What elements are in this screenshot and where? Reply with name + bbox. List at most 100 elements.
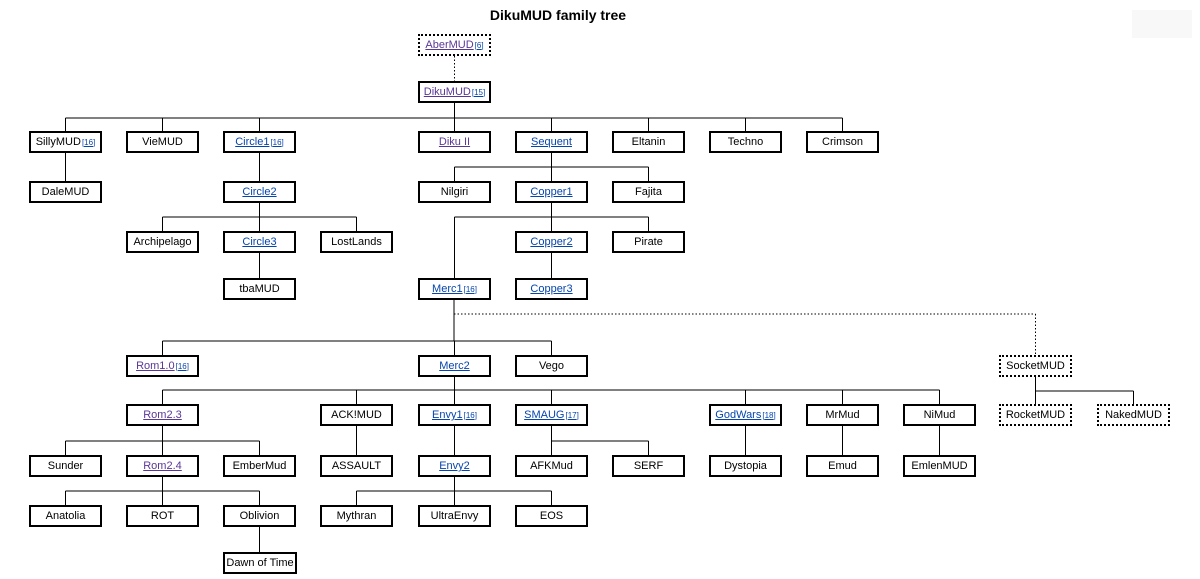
node-dikumud[interactable]: DikuMUD[15] <box>418 81 491 103</box>
node-archipelago-label: Archipelago <box>133 236 192 248</box>
node-embermud-label: EmberMud <box>232 460 287 472</box>
node-tbamud: tbaMUD <box>223 278 296 300</box>
node-diku2[interactable]: Diku II <box>418 131 491 153</box>
node-afkmud: AFKMud <box>515 455 588 477</box>
node-rom24-label[interactable]: Rom2.4 <box>143 460 182 472</box>
node-lostlands-label: LostLands <box>331 236 382 248</box>
node-rocketmud-label: RocketMUD <box>1005 409 1066 421</box>
node-abermud[interactable]: AberMUD[6] <box>418 34 491 56</box>
node-sequent[interactable]: Sequent <box>515 131 588 153</box>
node-pirate-label: Pirate <box>634 236 663 248</box>
node-socketmud: SocketMUD <box>999 355 1072 377</box>
node-rom10[interactable]: Rom1.0[16] <box>126 355 199 377</box>
node-vego-label: Vego <box>538 360 565 372</box>
node-crimson: Crimson <box>806 131 879 153</box>
node-circle3[interactable]: Circle3 <box>223 231 296 253</box>
node-circle2[interactable]: Circle2 <box>223 181 296 203</box>
node-mrmud-label: MrMud <box>825 409 860 421</box>
node-circle2-label[interactable]: Circle2 <box>242 186 277 198</box>
node-serf: SERF <box>612 455 685 477</box>
node-ackmud-label: ACK!MUD <box>331 409 382 421</box>
node-fajita-label: Fajita <box>635 186 662 198</box>
node-nimud: NiMud <box>903 404 976 426</box>
node-eltanin-label: Eltanin <box>631 136 666 148</box>
node-smaug-citation[interactable]: [17] <box>565 410 579 420</box>
node-oblivion-label: Oblivion <box>239 510 280 522</box>
node-copper1-label[interactable]: Copper1 <box>530 186 573 198</box>
node-godwars-citation[interactable]: [18] <box>762 410 776 420</box>
node-anatolia-label: Anatolia <box>45 510 86 522</box>
node-rom10-citation[interactable]: [16] <box>175 361 189 371</box>
node-nakedmud-label: NakedMUD <box>1105 409 1162 421</box>
node-dalemud-label: DaleMUD <box>41 186 90 198</box>
node-archipelago: Archipelago <box>126 231 199 253</box>
top-right-blank-area <box>1132 10 1192 38</box>
node-ackmud: ACK!MUD <box>320 404 393 426</box>
node-crimson-label: Crimson <box>822 136 863 148</box>
node-eltanin: Eltanin <box>612 131 685 153</box>
node-godwars-label[interactable]: GodWars <box>715 409 762 421</box>
node-envy1-citation[interactable]: [16] <box>463 410 477 420</box>
node-merc1-label[interactable]: Merc1 <box>432 283 463 295</box>
node-socketmud-label: SocketMUD <box>1006 360 1065 372</box>
node-envy1-label[interactable]: Envy1 <box>432 409 463 421</box>
node-copper3[interactable]: Copper3 <box>515 278 588 300</box>
node-merc1-citation[interactable]: [16] <box>463 284 477 294</box>
node-merc2[interactable]: Merc2 <box>418 355 491 377</box>
node-emlenmud: EmlenMUD <box>903 455 976 477</box>
node-circle1-label[interactable]: Circle1 <box>235 136 270 148</box>
node-emud-label: Emud <box>828 460 857 472</box>
node-rom23[interactable]: Rom2.3 <box>126 404 199 426</box>
node-copper2-label[interactable]: Copper2 <box>530 236 573 248</box>
node-mythran-label: Mythran <box>336 510 377 522</box>
node-dawnoftime: Dawn of Time <box>223 552 297 574</box>
node-circle3-label[interactable]: Circle3 <box>242 236 277 248</box>
node-nilgiri-label: Nilgiri <box>440 186 469 198</box>
node-copper1[interactable]: Copper1 <box>515 181 588 203</box>
node-viemud-label: VieMUD <box>142 136 183 148</box>
node-envy2[interactable]: Envy2 <box>418 455 491 477</box>
node-sillymud: SillyMUD[16] <box>29 131 102 153</box>
node-sequent-label[interactable]: Sequent <box>531 136 572 148</box>
node-sunder: Sunder <box>29 455 102 477</box>
node-godwars[interactable]: GodWars[18] <box>709 404 782 426</box>
node-afkmud-label: AFKMud <box>530 460 573 472</box>
node-sunder-label: Sunder <box>47 460 84 472</box>
node-abermud-label[interactable]: AberMUD <box>425 39 474 51</box>
node-envy2-label[interactable]: Envy2 <box>439 460 470 472</box>
node-copper2[interactable]: Copper2 <box>515 231 588 253</box>
node-smaug-label[interactable]: SMAUG <box>524 409 565 421</box>
node-diku2-label[interactable]: Diku II <box>438 136 471 148</box>
node-dikumud-label[interactable]: DikuMUD <box>423 86 471 98</box>
node-circle1[interactable]: Circle1[16] <box>223 131 296 153</box>
node-lostlands: LostLands <box>320 231 393 253</box>
node-assault-label: ASSAULT <box>331 460 382 472</box>
node-vego: Vego <box>515 355 588 377</box>
node-rom24[interactable]: Rom2.4 <box>126 455 199 477</box>
node-viemud: VieMUD <box>126 131 199 153</box>
node-dikumud-citation[interactable]: [15] <box>471 87 486 97</box>
node-mythran: Mythran <box>320 505 393 527</box>
node-serf-label: SERF <box>633 460 664 472</box>
node-rom10-label[interactable]: Rom1.0 <box>136 360 175 372</box>
node-rom23-label[interactable]: Rom2.3 <box>143 409 182 421</box>
node-merc1[interactable]: Merc1[16] <box>418 278 491 300</box>
node-mrmud: MrMud <box>806 404 879 426</box>
node-rocketmud: RocketMUD <box>999 404 1072 426</box>
node-fajita: Fajita <box>612 181 685 203</box>
node-envy1[interactable]: Envy1[16] <box>418 404 491 426</box>
node-sillymud-citation[interactable]: [16] <box>81 137 96 147</box>
node-ultraenvy: UltraEnvy <box>418 505 491 527</box>
diagram-title: DikuMUD family tree <box>489 7 627 23</box>
node-merc2-label[interactable]: Merc2 <box>439 360 470 372</box>
node-smaug[interactable]: SMAUG[17] <box>515 404 588 426</box>
node-eos-label: EOS <box>539 510 564 522</box>
node-emud: Emud <box>806 455 879 477</box>
node-copper3-label[interactable]: Copper3 <box>530 283 573 295</box>
node-tbamud-label: tbaMUD <box>239 283 280 295</box>
node-embermud: EmberMud <box>223 455 296 477</box>
node-circle1-citation[interactable]: [16] <box>270 137 284 147</box>
node-rot-label: ROT <box>150 510 175 522</box>
node-abermud-citation[interactable]: [6] <box>474 40 484 50</box>
